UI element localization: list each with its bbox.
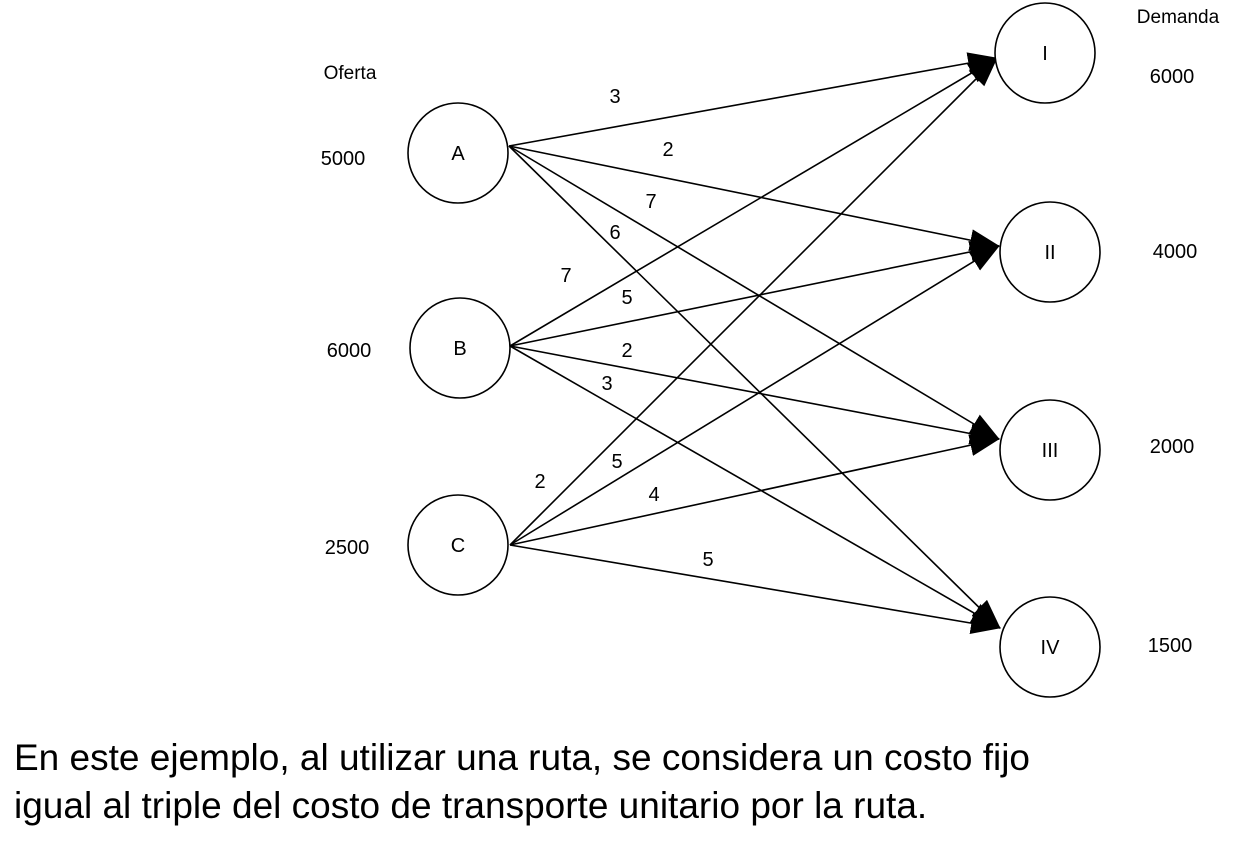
route-edge-a-iii	[508, 145, 1000, 440]
route-cost-c-iv: 5	[702, 549, 713, 571]
route-cost-a-ii: 2	[662, 139, 673, 161]
source-node-b	[409, 297, 511, 399]
route-edge-b-i	[509, 57, 998, 347]
route-edge-b-iv	[509, 345, 1001, 629]
source-node-a	[407, 102, 509, 204]
route-cost-c-ii: 5	[611, 451, 622, 473]
caption-line-2: igual al triple del costo de transporte …	[14, 785, 928, 826]
caption: En este ejemplo, al utilizar una ruta, s…	[14, 734, 1224, 830]
destination-node-iii	[999, 399, 1101, 501]
destination-node-label-iii: III	[1042, 440, 1059, 462]
route-cost-b-iv: 3	[601, 373, 612, 395]
supply-value-c: 2500	[325, 537, 370, 559]
route-cost-a-iv: 6	[609, 222, 620, 244]
route-edge-c-iii	[509, 434, 1000, 546]
route-edge-a-ii	[508, 145, 1000, 251]
demand-value-iv: 1500	[1148, 635, 1193, 657]
route-edge-a-i	[508, 52, 998, 147]
supply-value-b: 6000	[327, 340, 372, 362]
supply-value-a: 5000	[321, 148, 366, 170]
route-edges	[508, 52, 1001, 635]
destination-node-label-i: I	[1042, 43, 1048, 65]
route-edge-b-iii	[509, 345, 1000, 445]
source-node-label-a: A	[451, 143, 465, 165]
supply-header: Oferta	[324, 63, 377, 84]
destination-node-iv	[999, 596, 1101, 698]
caption-line-1: En este ejemplo, al utilizar una ruta, s…	[14, 737, 1031, 778]
route-cost-c-iii: 4	[648, 484, 659, 506]
route-cost-b-iii: 2	[621, 340, 632, 362]
route-cost-a-iii: 7	[645, 191, 656, 213]
route-edge-c-ii	[509, 245, 1000, 546]
demand-value-ii: 4000	[1153, 241, 1198, 263]
source-node-c	[407, 494, 509, 596]
destination-node-label-ii: II	[1044, 242, 1055, 264]
source-node-label-b: B	[453, 338, 466, 360]
destination-node-i	[994, 2, 1096, 104]
route-cost-c-i: 2	[534, 471, 545, 493]
route-cost-b-ii: 5	[621, 287, 632, 309]
source-node-label-c: C	[451, 535, 465, 557]
route-edge-c-iv	[509, 544, 1001, 635]
destination-node-ii	[999, 201, 1101, 303]
route-edge-b-ii	[509, 241, 1000, 347]
demand-value-i: 6000	[1150, 66, 1195, 88]
destination-node-label-iv: IV	[1041, 637, 1061, 659]
route-edge-a-iv	[508, 145, 1001, 629]
route-cost-a-i: 3	[609, 86, 620, 108]
route-edge-c-i	[509, 57, 998, 546]
demand-header: Demanda	[1137, 7, 1220, 28]
node-quantities: 5000 6000 2500 6000 4000 2000 1500	[321, 66, 1198, 657]
demand-value-iii: 2000	[1150, 436, 1195, 458]
route-cost-b-i: 7	[560, 265, 571, 287]
